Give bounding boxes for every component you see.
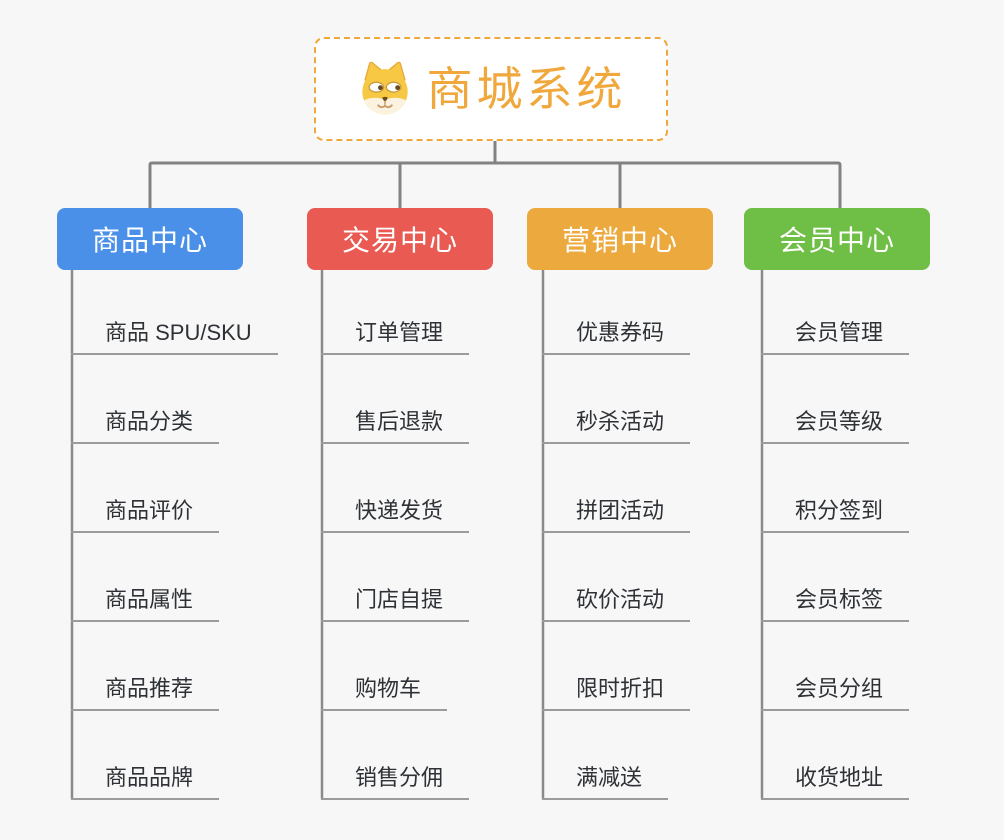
branch-node-member-center[interactable]: 会员中心 — [744, 208, 930, 270]
root-title: 商城系统 — [426, 63, 627, 115]
child-topic-bargain-activity[interactable]: 砍价活动 — [542, 587, 691, 622]
child-topic-group-buying[interactable]: 拼团活动 — [542, 498, 691, 533]
branch-node-product-center[interactable]: 商品中心 — [57, 208, 243, 270]
child-topic-coupon-code[interactable]: 优惠券码 — [542, 320, 691, 355]
child-topic-product-recommend[interactable]: 商品推荐 — [71, 676, 220, 711]
branch-rail-line — [148, 161, 842, 209]
child-topic-member-group[interactable]: 会员分组 — [761, 676, 910, 711]
child-topic-full-reduction[interactable]: 满减送 — [542, 765, 669, 800]
child-topic-shipping-address[interactable]: 收货地址 — [761, 765, 910, 800]
child-topic-product-review[interactable]: 商品评价 — [71, 498, 220, 533]
child-topic-store-pickup[interactable]: 门店自提 — [321, 587, 470, 622]
child-topic-member-tag[interactable]: 会员标签 — [761, 587, 910, 622]
child-topic-member-management[interactable]: 会员管理 — [761, 320, 910, 355]
child-topic-limited-time-discount[interactable]: 限时折扣 — [542, 676, 691, 711]
root-node[interactable]: 商城系统 — [314, 37, 668, 141]
child-topic-flash-sale[interactable]: 秒杀活动 — [542, 409, 691, 444]
child-topic-aftersale-refund[interactable]: 售后退款 — [321, 409, 470, 444]
child-topic-product-category[interactable]: 商品分类 — [71, 409, 220, 444]
child-topic-product-spu-sku[interactable]: 商品 SPU/SKU — [71, 320, 278, 355]
child-topic-product-attribute[interactable]: 商品属性 — [71, 587, 220, 622]
child-topic-sales-commission[interactable]: 销售分佣 — [321, 765, 470, 800]
branch-node-trade-center[interactable]: 交易中心 — [307, 208, 493, 270]
dog-face-icon — [361, 61, 408, 115]
child-topic-member-level[interactable]: 会员等级 — [761, 409, 910, 444]
branch-node-marketing-center[interactable]: 营销中心 — [527, 208, 713, 270]
child-topic-points-checkin[interactable]: 积分签到 — [761, 498, 910, 533]
child-topic-express-delivery[interactable]: 快递发货 — [321, 498, 470, 533]
child-topic-shopping-cart[interactable]: 购物车 — [321, 676, 448, 711]
child-topic-product-brand[interactable]: 商品品牌 — [71, 765, 220, 800]
child-topic-order-management[interactable]: 订单管理 — [321, 320, 470, 355]
